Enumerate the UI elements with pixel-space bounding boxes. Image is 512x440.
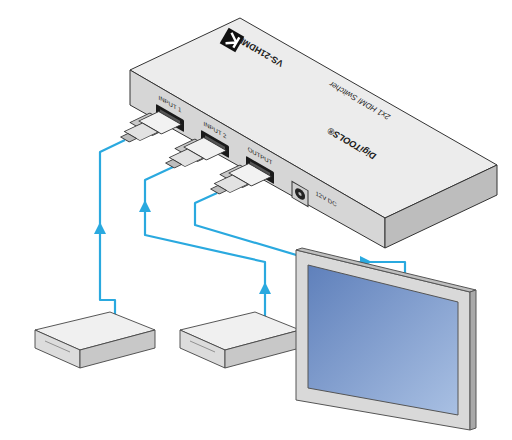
arrow-up [259, 282, 271, 294]
model-name: VS-21HDMI [239, 36, 285, 68]
switcher-housing [130, 18, 497, 248]
port-label: INPUT 2 [203, 120, 228, 140]
port-label-box: INPUT 2 [203, 120, 228, 140]
port-label-box: INPUT 1 [158, 94, 183, 114]
port-label: OUTPUT [247, 145, 274, 167]
hdmi-plug [111, 110, 271, 198]
brand-name: DigiTOOLS® [326, 125, 378, 160]
source-device [35, 312, 155, 368]
port-label-box: OUTPUT [247, 145, 274, 167]
port-label-box: 12V DC [314, 189, 338, 209]
product-name: 2x1 HDMI Switcher [328, 79, 391, 120]
port-label: INPUT 1 [158, 94, 183, 114]
housing-side [385, 165, 497, 248]
port-label: 12V DC [314, 189, 338, 209]
source-device [180, 312, 300, 368]
arrow-up [139, 200, 151, 212]
switcher-box: VS-21HDMI 2x1 HDMI SwitcherDigiTOOLS® INPU… [120, 15, 505, 255]
cable-input-1 [100, 140, 125, 318]
arrow-up [94, 222, 106, 234]
cable-input-2 [145, 167, 265, 322]
dc-jack [292, 181, 308, 206]
display [296, 248, 476, 430]
